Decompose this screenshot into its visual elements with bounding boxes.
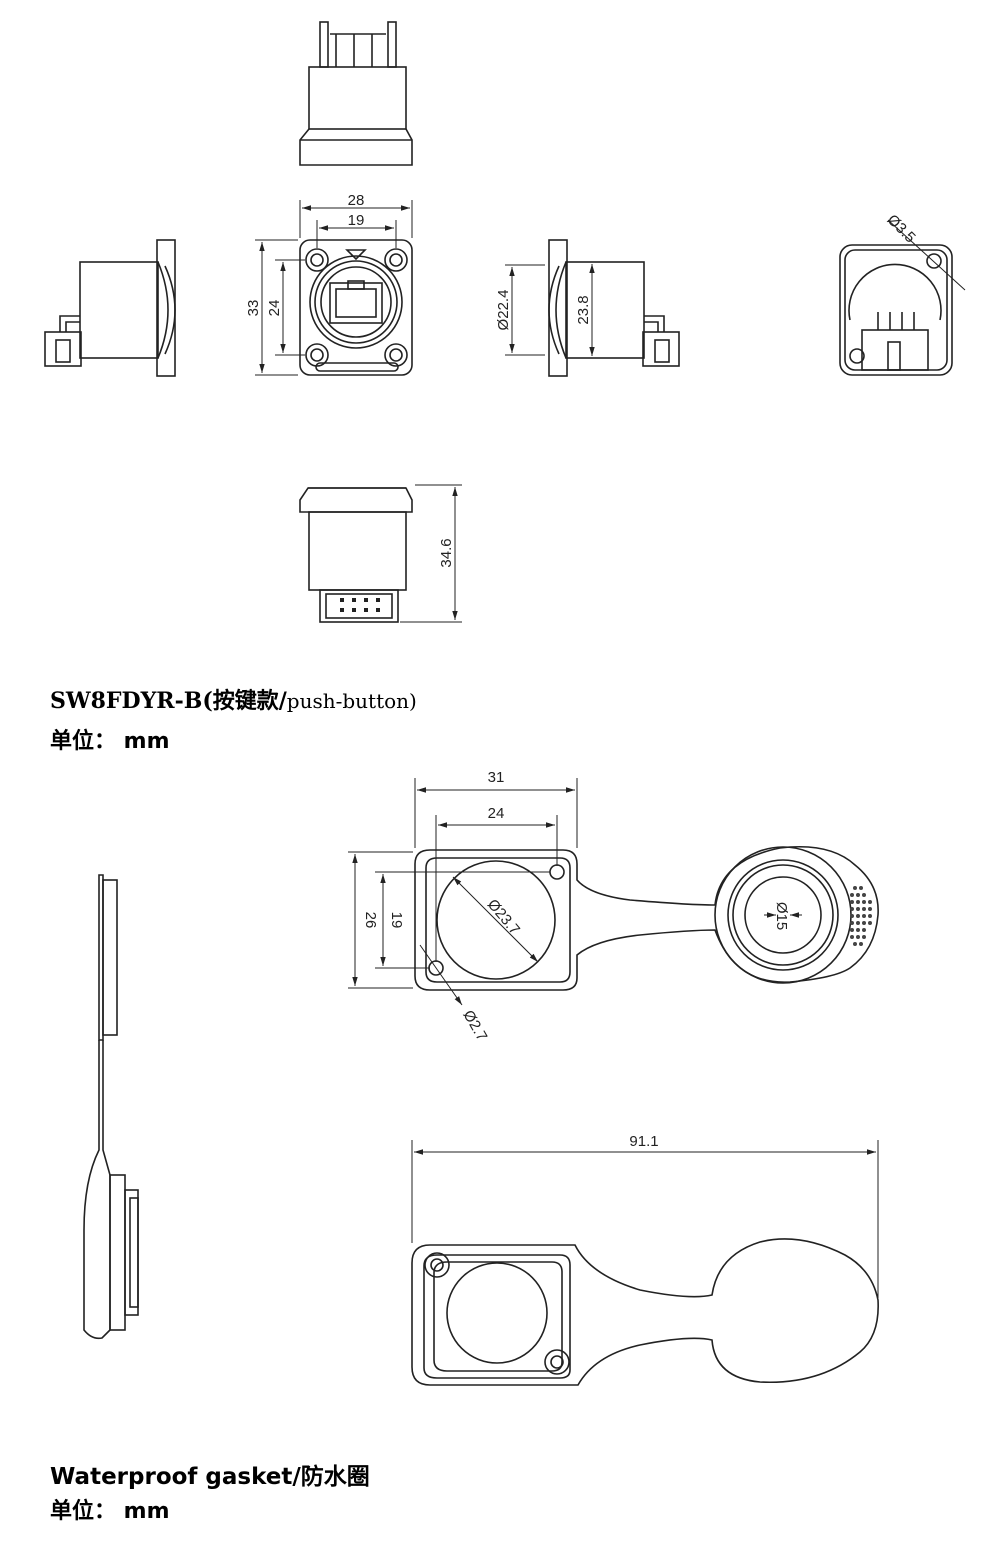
gasket-dim-height-inner: 19 bbox=[388, 912, 405, 929]
section2-unit: 单位： mm bbox=[50, 1499, 170, 1524]
gasket-dim-opening-diameter: Ø23.7 bbox=[484, 896, 523, 938]
gasket-dim-width-inner: 24 bbox=[488, 805, 505, 822]
gasket-front-dimensions bbox=[348, 778, 802, 1006]
dim-height-outer: 33 bbox=[245, 300, 262, 317]
connector-bottom-view bbox=[299, 487, 413, 623]
connector-left-side-view bbox=[44, 239, 176, 377]
dim-length: 34.6 bbox=[438, 538, 455, 567]
section1-title-main: SW8FDYR-B(按键款/ bbox=[50, 688, 287, 714]
connector-top-view bbox=[299, 21, 413, 166]
gasket-back-dimensions bbox=[411, 1140, 879, 1298]
dim-diameter-outer: Ø22.4 bbox=[495, 290, 512, 331]
gasket-dim-total-length: 91.1 bbox=[629, 1133, 658, 1150]
dim-width-outer: 28 bbox=[348, 192, 365, 209]
bottom-view-dimensions bbox=[400, 484, 462, 623]
dim-diameter-inner: 23.8 bbox=[575, 295, 592, 324]
dim-hole-diameter: Ø3.5 bbox=[884, 211, 919, 246]
gasket-side-view bbox=[83, 874, 139, 1340]
right-view-dimensions bbox=[505, 261, 600, 359]
section2-title: Waterproof gasket/防水圈 bbox=[50, 1464, 370, 1490]
connector-right-side-view bbox=[548, 239, 680, 377]
section1-title: SW8FDYR-B(按键款/push-button) bbox=[50, 683, 417, 715]
gasket-back-view bbox=[411, 1238, 879, 1386]
dim-height-inner: 24 bbox=[266, 300, 283, 317]
gasket-dim-width-outer: 31 bbox=[488, 769, 505, 786]
gasket-front-view bbox=[414, 845, 879, 991]
gasket-dim-hole-diameter: Ø2.7 bbox=[459, 1007, 490, 1044]
connector-front-view bbox=[299, 239, 413, 376]
section1-title-sub: push-button) bbox=[286, 689, 417, 713]
section1-unit: 单位： mm bbox=[50, 729, 170, 754]
gasket-dim-height-outer: 26 bbox=[362, 912, 379, 929]
connector-rear-view bbox=[839, 219, 966, 376]
front-view-dimensions bbox=[255, 200, 413, 376]
dim-width-inner: 19 bbox=[348, 212, 365, 229]
gasket-dim-cap-diameter: Ø15 bbox=[773, 902, 790, 930]
